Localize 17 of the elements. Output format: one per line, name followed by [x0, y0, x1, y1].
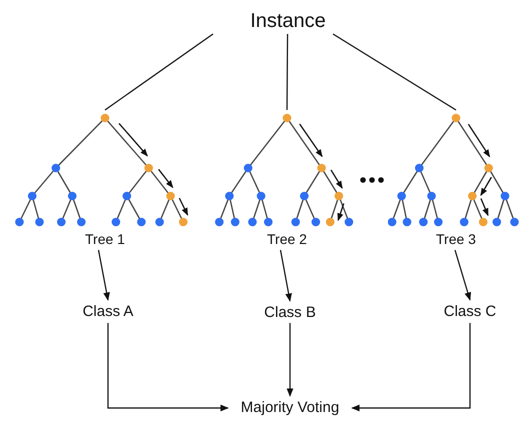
arrow	[286, 323, 294, 397]
class-label: Class B	[255, 303, 325, 323]
connector-line	[104, 34, 214, 110]
arrow	[454, 250, 472, 301]
class-label: Class A	[73, 302, 143, 322]
arrow	[98, 250, 110, 301]
connector-line	[332, 33, 456, 111]
output-label: Majority Voting	[228, 398, 352, 418]
class-label: Class C	[435, 302, 505, 322]
tree-label: Tree 2	[266, 230, 308, 249]
tree-label: Tree 1	[84, 230, 126, 249]
input-label: Instance	[243, 8, 333, 34]
connector-line	[286, 34, 288, 110]
arrow	[351, 323, 471, 412]
arrow	[280, 250, 292, 302]
tree-label: Tree 3	[435, 230, 477, 249]
arrow	[107, 323, 229, 412]
